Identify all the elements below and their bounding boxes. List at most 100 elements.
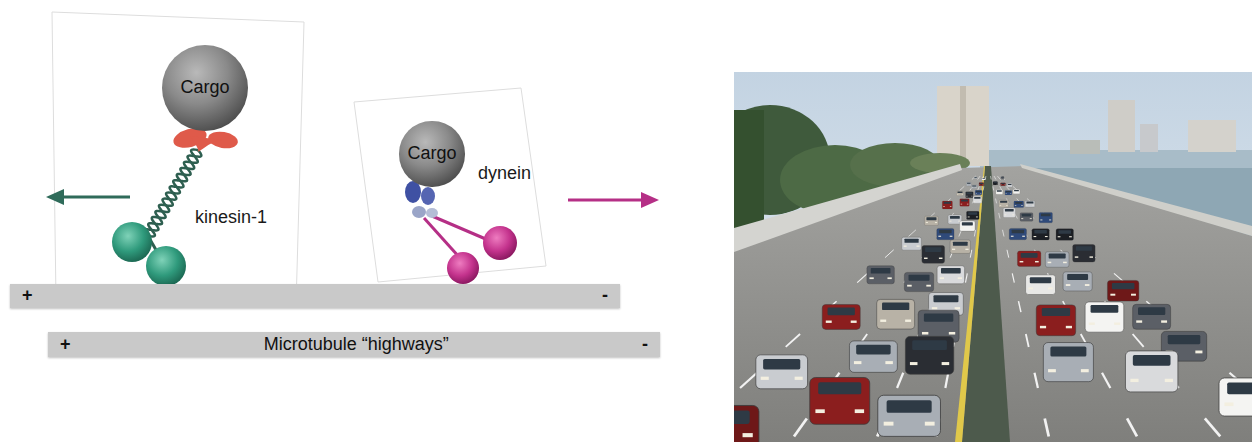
headlight [922,332,928,335]
car [1020,213,1033,222]
car [1056,229,1073,240]
car-body [822,304,860,329]
coiled-coil [148,149,198,236]
lane-dash [996,199,997,204]
car-body [922,246,945,264]
car [1001,183,1006,186]
car-window [1133,355,1171,366]
headlight [1011,236,1014,237]
stalk [424,218,460,258]
headlight [1066,284,1071,286]
headlight [1001,178,1003,179]
polarity-sign: + [60,334,71,356]
highway-photo [734,72,1252,442]
car-body [1085,302,1124,332]
lane-dash [1034,373,1037,388]
car [1009,228,1026,239]
car-body [1005,190,1012,195]
headlight [826,321,832,323]
microtubule-label: Microtubule “highways” [264,334,449,356]
car [1017,251,1040,266]
car-body [905,336,953,374]
headlight [1001,184,1003,185]
headlight [1040,219,1042,221]
car-window [1000,201,1007,203]
headlight [996,183,998,184]
car-window [944,202,951,204]
tree [734,110,764,230]
lane-dash [1018,301,1020,312]
headlight [904,246,907,247]
headlight [761,377,769,380]
lane-dash [1006,186,1009,190]
car [1007,184,1012,187]
car-window [926,217,936,220]
car [1014,201,1024,207]
car-window [1227,383,1252,395]
headlight [932,307,937,309]
headlight [1021,205,1023,207]
lane-dash [994,176,996,179]
headlight [910,362,918,365]
car-body [973,196,982,203]
car-body [756,355,808,389]
car-body [956,191,963,196]
median [962,166,1010,442]
kinesin-motor [112,125,239,286]
car [734,405,759,442]
headlight [1003,178,1005,179]
car [1026,275,1056,295]
headlight [952,249,955,250]
car-window [1005,209,1014,211]
headlight [851,321,857,323]
car [1063,272,1092,291]
lane-dash [992,186,994,190]
car [966,211,979,219]
polarity-sign: - [602,285,608,307]
headlight [984,179,986,180]
headlight [971,195,972,196]
car [999,200,1009,208]
car-window [1021,253,1038,258]
car-body [904,272,933,291]
car-window [962,222,973,225]
headlight [961,227,963,229]
car-window [972,185,976,186]
headlight [1131,294,1136,296]
car-body [1001,183,1006,186]
lane-dash [1102,373,1110,388]
headlight [980,200,981,202]
headlight [1081,369,1089,372]
car-body [974,177,977,179]
car-body [1032,229,1049,240]
car [810,377,870,424]
motor-head [447,252,479,284]
car-window [818,382,861,394]
motor-label: dynein [478,163,531,185]
headlight [976,178,978,179]
car [1003,208,1015,217]
headlight [1089,256,1093,257]
headlight [940,277,944,279]
headlight [925,422,935,426]
car-body [1001,177,1004,180]
car-body [1133,304,1171,329]
car-window [871,268,891,274]
headlight [905,320,911,322]
arrowhead [46,189,64,205]
headlight [743,433,753,437]
car [996,190,1003,194]
headlight [1015,205,1017,207]
car-window [961,199,968,201]
car [1005,190,1012,195]
headlight [907,285,912,287]
traffic [734,177,1252,442]
headlight [795,377,803,380]
lane-dash [978,176,980,179]
lane-dash [1133,334,1144,347]
car-window [734,411,750,424]
headlight [1161,320,1167,322]
car [1045,252,1069,268]
car-window [968,212,977,215]
headlight [982,179,984,180]
